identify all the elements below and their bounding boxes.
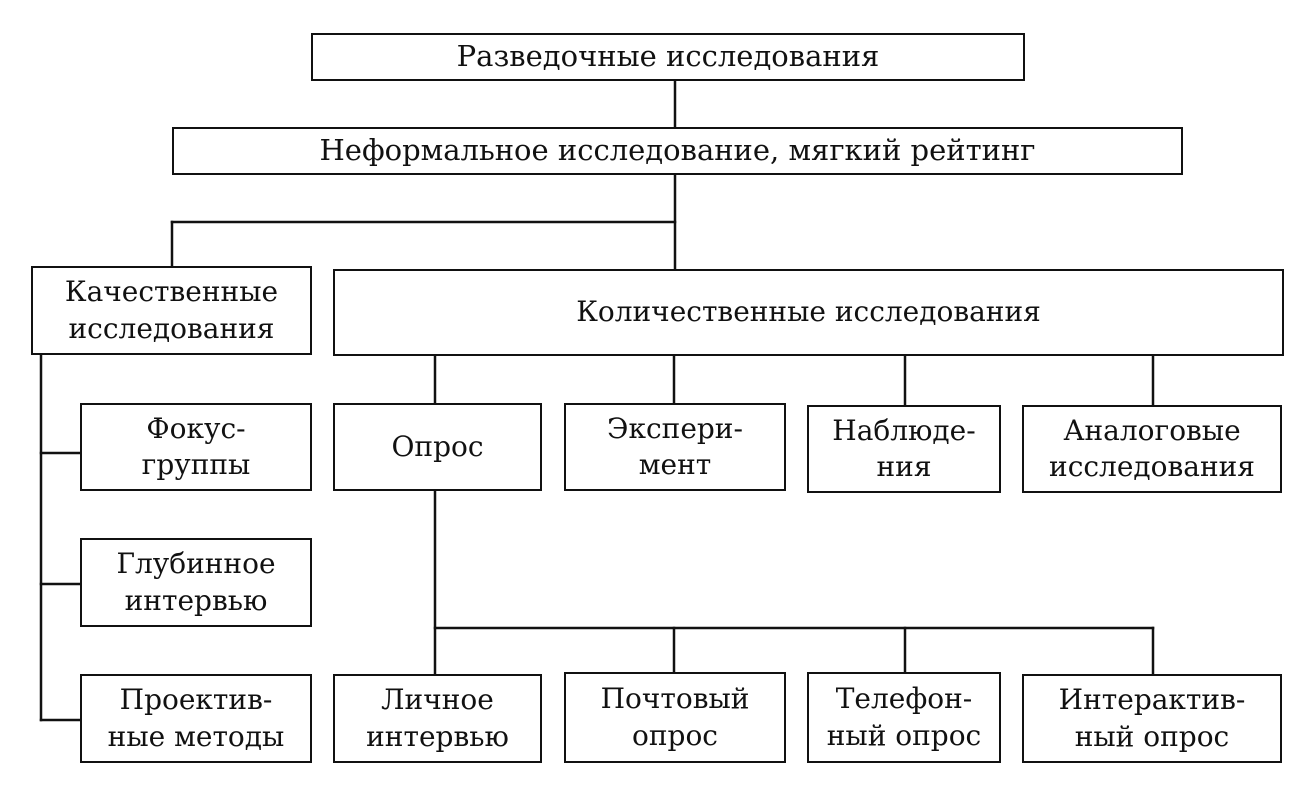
interactive-survey-node: Интерактив-ный опрос xyxy=(1022,674,1282,763)
survey-node: Опрос xyxy=(333,403,542,491)
experiment-node: Экспери-мент xyxy=(564,403,786,491)
root-node: Разведочные исследования xyxy=(311,33,1025,81)
focus-groups-node: Фокус-группы xyxy=(80,403,312,491)
phone-survey-label: Телефон-ный опрос xyxy=(826,682,982,752)
focus-groups-label: Фокус-группы xyxy=(141,411,251,481)
quantitative-research-label: Количественные исследования xyxy=(576,295,1041,329)
quantitative-research-node: Количественные исследования xyxy=(333,269,1284,356)
survey-label: Опрос xyxy=(391,429,484,463)
phone-survey-node: Телефон-ный опрос xyxy=(807,672,1001,763)
experiment-label: Экспери-мент xyxy=(607,411,743,481)
interactive-survey-label: Интерактив-ный опрос xyxy=(1058,683,1246,753)
projective-methods-label: Проектив-ные методы xyxy=(107,683,285,753)
informal-research-label: Неформальное исследование, мягкий рейтин… xyxy=(319,133,1036,168)
observation-node: Наблюде-ния xyxy=(807,405,1001,493)
root-node-label: Разведочные исследования xyxy=(456,39,880,74)
informal-research-node: Неформальное исследование, мягкий рейтин… xyxy=(172,127,1183,175)
projective-methods-node: Проектив-ные методы xyxy=(80,674,312,763)
observation-label: Наблюде-ния xyxy=(832,413,976,483)
